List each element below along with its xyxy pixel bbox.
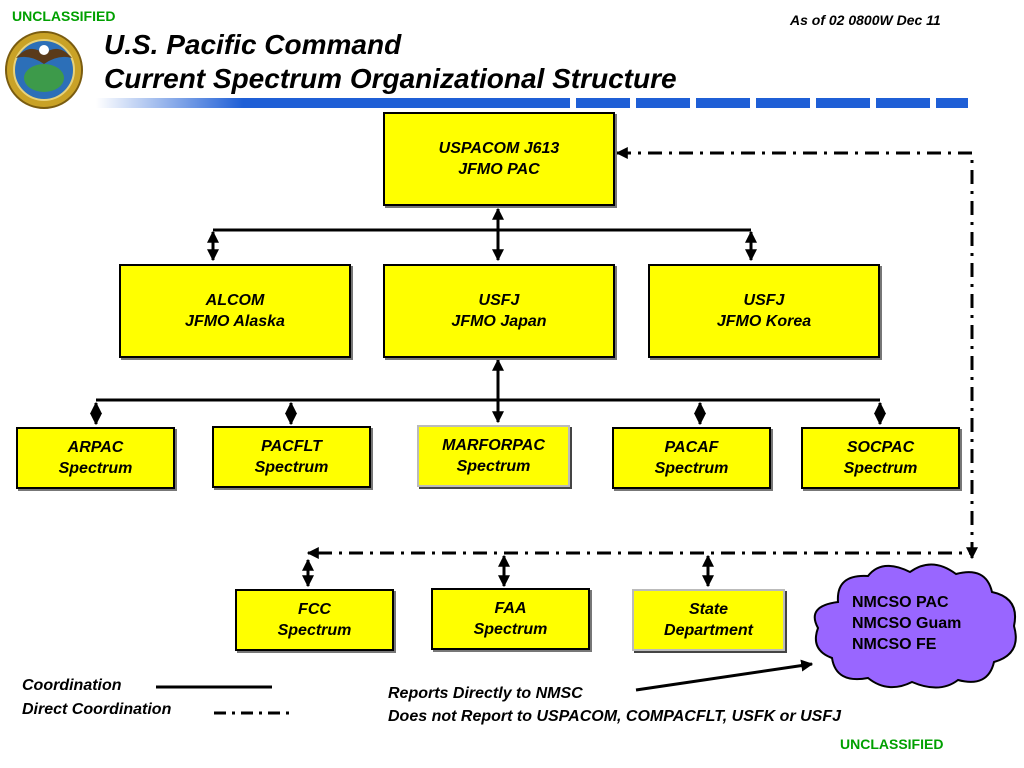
title-underline-bar [96,98,968,108]
node-marforpac: MARFORPAC Spectrum [417,425,570,487]
node-marforpac-line1: MARFORPAC [442,437,545,454]
classification-top: UNCLASSIFIED [12,8,116,24]
title-bar-segment [696,98,750,108]
title-bar-segment [576,98,630,108]
title-bar-segment [756,98,810,108]
node-faa-line2: Spectrum [473,621,548,638]
node-faa: FAA Spectrum [431,588,590,650]
title-bar-segment [936,98,968,108]
node-usfj-korea-line2: JFMO Korea [716,313,812,330]
node-uspacom-j613: USPACOM J613 JFMO PAC [383,112,615,206]
node-state-line2: Department [664,622,753,639]
node-uspacom-j613-line1: USPACOM J613 [438,140,560,157]
legend-direct-coordination: Direct Coordination [22,701,172,718]
node-pacaf-line1: PACAF [664,439,719,456]
node-socpac-line1: SOCPAC [846,439,915,456]
legend-coordination: Coordination [22,677,122,694]
reporting-note: Reports Directly to NMSC Does not Report… [388,682,841,728]
nmcso-cloud-shape [813,563,1017,689]
legend: Coordination Direct Coordination [22,674,171,722]
node-fcc-line1: FCC [298,601,331,618]
node-socpac: SOCPAC Spectrum [801,427,960,489]
title-bar-segment [636,98,690,108]
node-pacaf: PACAF Spectrum [612,427,771,489]
node-arpac-line1: ARPAC [67,439,124,456]
node-state-department: State Department [632,589,785,651]
node-usfj-korea-line1: USFJ [743,292,785,309]
node-alcom-line2: JFMO Alaska [185,313,285,330]
node-marforpac-line2: Spectrum [456,458,531,475]
node-usfj-japan-line1: USFJ [478,292,520,309]
nmcso-cloud-text: NMCSO PAC NMCSO Guam NMCSO FE [852,592,961,655]
cloud-line-3: NMCSO FE [852,636,937,653]
node-arpac: ARPAC Spectrum [16,427,175,489]
node-fcc-line2: Spectrum [277,622,352,639]
node-alcom: ALCOM JFMO Alaska [119,264,351,358]
node-usfj-japan: USFJ JFMO Japan [383,264,615,358]
title-line-1: U.S. Pacific Command [104,29,402,60]
node-pacaf-line2: Spectrum [654,460,729,477]
classification-bottom: UNCLASSIFIED [840,736,944,752]
note-line-1: Reports Directly to NMSC [388,685,583,702]
node-socpac-line2: Spectrum [843,460,918,477]
node-arpac-line2: Spectrum [58,460,133,477]
note-line-2: Does not Report to USPACOM, COMPACFLT, U… [388,708,842,725]
as-of-date: As of 02 0800W Dec 11 [790,12,941,28]
node-faa-line1: FAA [494,600,527,617]
node-usfj-korea: USFJ JFMO Korea [648,264,880,358]
node-state-line1: State [688,601,729,618]
node-usfj-japan-line2: JFMO Japan [451,313,547,330]
node-uspacom-j613-line2: JFMO PAC [458,161,540,178]
cloud-line-2: NMCSO Guam [852,615,962,632]
node-alcom-line1: ALCOM [205,292,265,309]
title-bar-segment [516,98,570,108]
cloud-line-1: NMCSO PAC [852,594,949,611]
node-fcc: FCC Spectrum [235,589,394,651]
uspacom-emblem-icon [5,31,83,109]
title-bar-segment [876,98,930,108]
title-bar-segment [816,98,870,108]
node-pacflt-line2: Spectrum [254,459,329,476]
page-title: U.S. Pacific Command Current Spectrum Or… [104,28,677,96]
node-pacflt: PACFLT Spectrum [212,426,371,488]
title-line-2: Current Spectrum Organizational Structur… [104,63,677,94]
node-pacflt-line1: PACFLT [261,438,322,455]
